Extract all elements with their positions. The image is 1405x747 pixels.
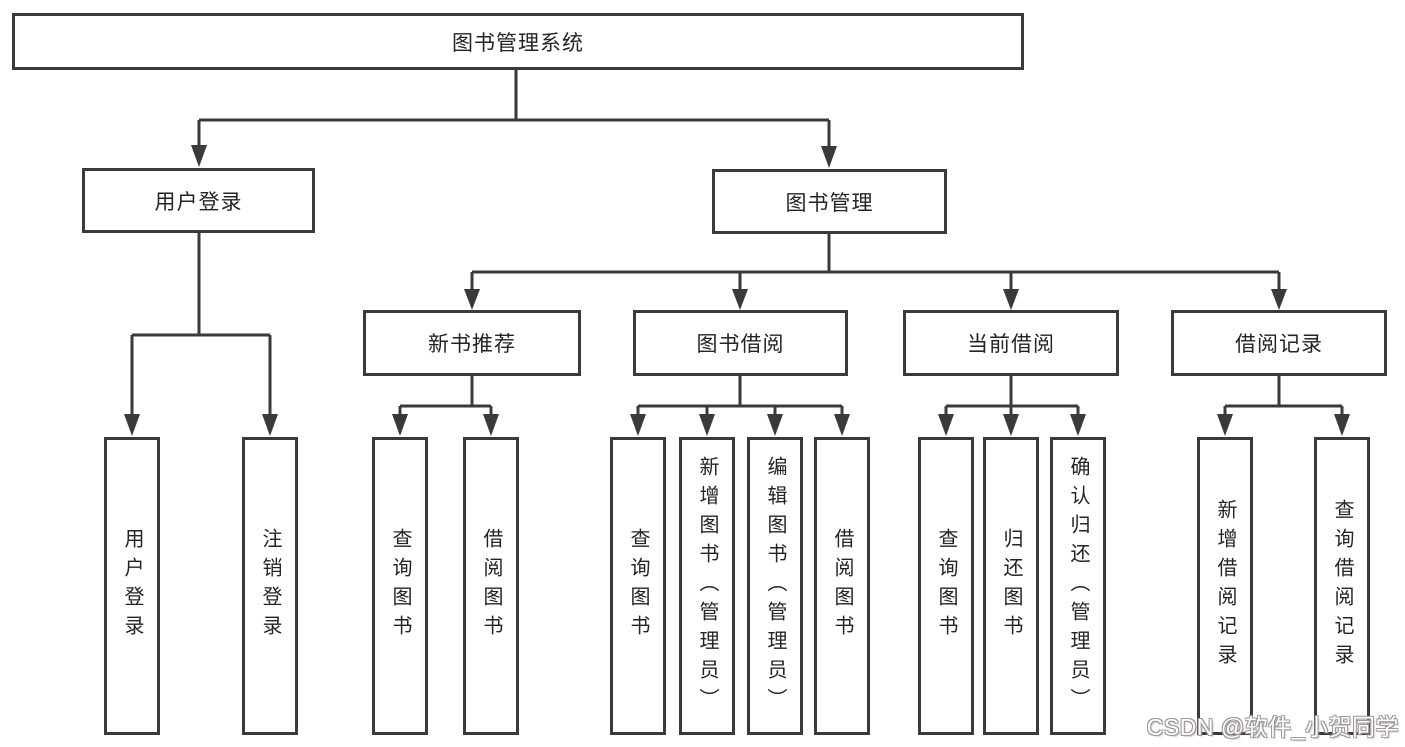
leaf-records-add-record: 新增借阅记录 — [1197, 437, 1253, 735]
node-book-borrow: 图书借阅 — [633, 310, 848, 376]
leaf-records-query-record: 查询借阅记录 — [1314, 437, 1370, 735]
node-user-login: 用户登录 — [82, 168, 315, 233]
leaf-newbooks-borrow-books: 借阅图书 — [463, 437, 519, 735]
leaf-borrow-add-books-admin: 新增图书（管理员） — [679, 437, 735, 735]
leaf-records-query-record-label: 查询借阅记录 — [1331, 499, 1353, 673]
leaf-current-return-books-label: 归还图书 — [1000, 528, 1022, 644]
node-borrow-records-label: 借阅记录 — [1235, 333, 1323, 356]
leaf-user-login-label: 用户登录 — [121, 528, 143, 644]
node-new-book-recommend: 新书推荐 — [363, 310, 581, 376]
node-root: 图书管理系统 — [12, 13, 1024, 70]
leaf-current-query-books: 查询图书 — [918, 437, 974, 735]
node-user-login-label: 用户登录 — [154, 190, 243, 214]
leaf-borrow-add-books-admin-label: 新增图书（管理员） — [696, 455, 718, 717]
leaf-newbooks-query-books-label: 查询图书 — [389, 528, 411, 644]
node-book-borrow-label: 图书借阅 — [696, 333, 785, 356]
arrowhead-icons — [124, 145, 1350, 436]
node-book-management: 图书管理 — [712, 169, 947, 234]
leaf-logout-login-label: 注销登录 — [259, 528, 281, 644]
leaf-newbooks-query-books: 查询图书 — [372, 437, 428, 735]
node-current-borrow-label: 当前借阅 — [967, 333, 1055, 356]
node-borrow-records: 借阅记录 — [1171, 310, 1387, 376]
leaf-records-add-record-label: 新增借阅记录 — [1214, 499, 1236, 673]
node-root-label: 图书管理系统 — [452, 31, 584, 55]
leaf-borrow-edit-books-admin-label: 编辑图书（管理员） — [764, 455, 786, 717]
leaf-borrow-query-books: 查询图书 — [610, 437, 666, 735]
connector-lines — [130, 70, 1344, 415]
leaf-current-return-books: 归还图书 — [983, 437, 1039, 735]
leaf-user-login: 用户登录 — [104, 437, 160, 735]
node-new-book-recommend-label: 新书推荐 — [428, 333, 516, 356]
leaf-current-confirm-return-admin: 确认归还（管理员） — [1050, 437, 1106, 735]
leaf-borrow-edit-books-admin: 编辑图书（管理员） — [747, 437, 803, 735]
leaf-current-confirm-return-admin-label: 确认归还（管理员） — [1067, 455, 1089, 717]
leaf-logout-login: 注销登录 — [242, 437, 298, 735]
leaf-current-query-books-label: 查询图书 — [935, 528, 957, 644]
leaf-borrow-query-books-label: 查询图书 — [627, 528, 649, 644]
leaf-borrow-borrow-books-label: 借阅图书 — [831, 528, 853, 644]
node-book-management-label: 图书管理 — [785, 191, 874, 215]
csdn-watermark: CSDN @软件_小贺同学 — [1146, 714, 1399, 740]
node-current-borrow: 当前借阅 — [903, 310, 1119, 376]
leaf-newbooks-borrow-books-label: 借阅图书 — [480, 528, 502, 644]
leaf-borrow-borrow-books: 借阅图书 — [814, 437, 870, 735]
